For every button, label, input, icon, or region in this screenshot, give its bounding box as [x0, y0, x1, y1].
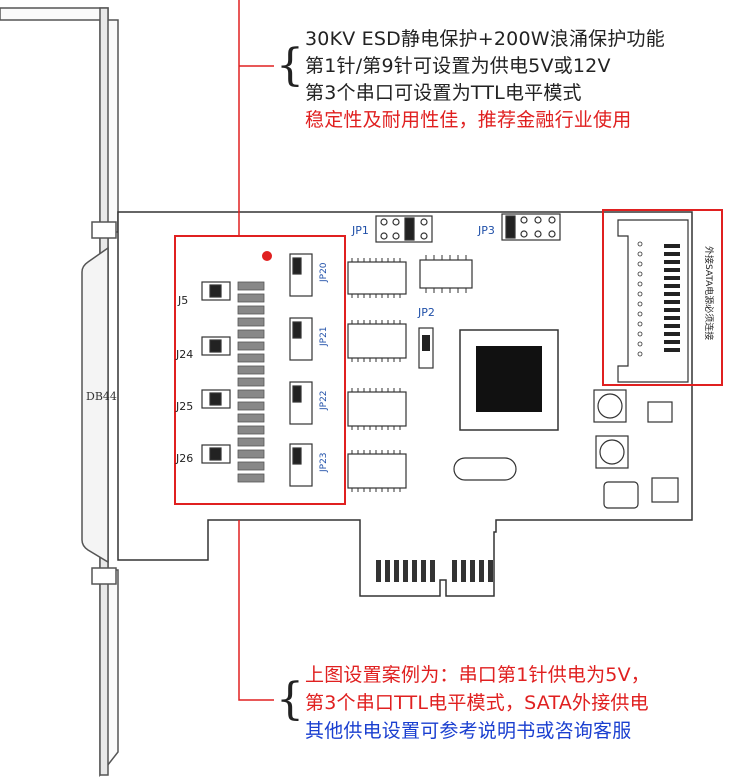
- note-esd: 30KV ESD静电保护+200W浪涌保护功能: [305, 28, 665, 50]
- jp2-label: JP2: [418, 306, 435, 319]
- chip-pins: [351, 255, 467, 492]
- port-label-j25: J25: [176, 400, 194, 413]
- jp23-label: JP23: [319, 452, 329, 472]
- note-stability: 稳定性及耐用性佳，推荐金融行业使用: [305, 109, 632, 131]
- note-pin-power: 第1针/第9针可设置为供电5V或12V: [305, 55, 611, 77]
- jp22-label: JP22: [319, 390, 329, 410]
- small-ics: [603, 401, 679, 509]
- capacitors: [593, 389, 629, 469]
- serial-config-highlight: [174, 235, 346, 505]
- note-ttl: 第3个串口可设置为TTL电平模式: [305, 82, 582, 104]
- leader-lines: [238, 0, 274, 701]
- port-label-j26: J26: [176, 452, 194, 465]
- crystal: [453, 457, 517, 481]
- jp3-label: JP3: [478, 224, 495, 237]
- driver-chips: [347, 259, 473, 489]
- bottom-brace: {: [276, 674, 304, 725]
- note-example-ttl: 第3个串口TTL电平模式，SATA外接供电: [305, 692, 649, 714]
- jp20-label: JP20: [319, 262, 329, 282]
- db44-label: DB44: [86, 390, 117, 403]
- note-example: 上图设置案例为：串口第1针供电为5V，: [305, 664, 650, 686]
- port-jumpers: [201, 281, 231, 464]
- jp3-jumper: [501, 213, 561, 241]
- db44-connector: [81, 246, 109, 564]
- port-label-j5: J5: [178, 294, 189, 307]
- vertical-jumper-blocks: [289, 253, 313, 487]
- top-brace: {: [276, 40, 304, 91]
- note-contact: 其他供电设置可参考说明书或咨询客服: [305, 720, 632, 742]
- jp1-label: JP1: [352, 224, 369, 237]
- jp21-label: JP21: [319, 326, 329, 346]
- sata-highlight: [602, 209, 723, 386]
- sata-power-label: 外接SATA电源必须连接: [703, 246, 713, 341]
- pcie-gold-fingers: [376, 560, 493, 582]
- resistor-array: [237, 281, 265, 483]
- port-label-j24: J24: [176, 348, 194, 361]
- jp1-jumper: [375, 215, 433, 243]
- sata-pins: [664, 244, 680, 352]
